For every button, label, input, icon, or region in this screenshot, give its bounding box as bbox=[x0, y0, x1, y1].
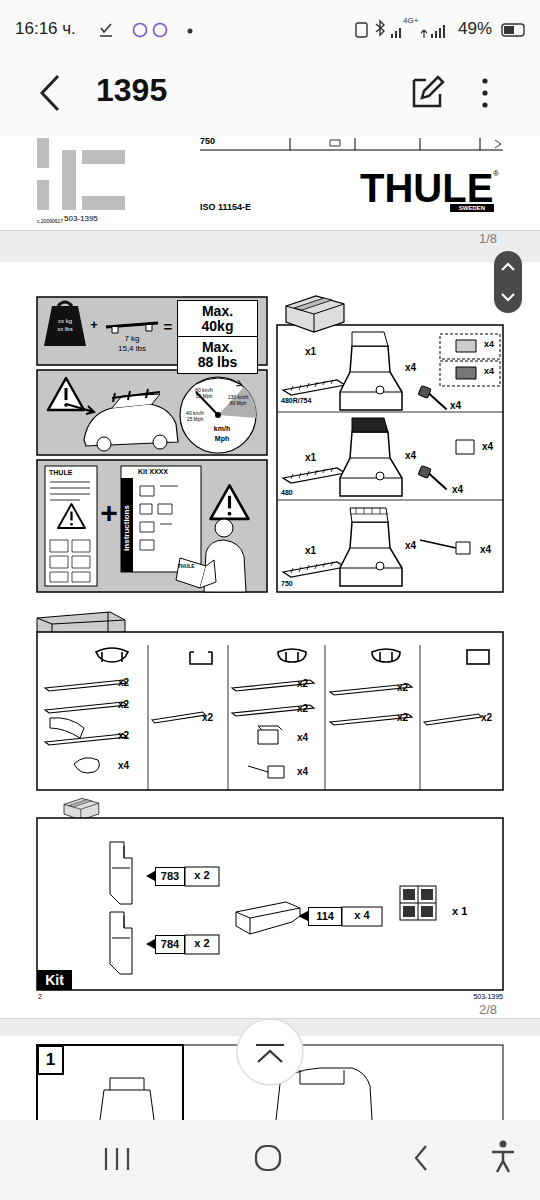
quantity: x4 bbox=[484, 340, 494, 350]
equals-sign: = bbox=[164, 319, 173, 336]
node-text: 783 bbox=[161, 870, 179, 883]
quantity: x4 bbox=[405, 362, 416, 373]
model-number: 750 bbox=[200, 137, 215, 147]
quantity: x2 bbox=[397, 712, 408, 723]
bar-weight-lbs: 15,4 lbs bbox=[118, 345, 146, 354]
kit-tag: Kit bbox=[37, 970, 72, 990]
node-text: Max. 88 lbs bbox=[178, 337, 257, 372]
model-number: 750 bbox=[281, 580, 293, 588]
page-number: 1/8 bbox=[479, 232, 497, 246]
speed-label: 25 Mph bbox=[187, 417, 204, 423]
node-text: 784 bbox=[161, 938, 179, 951]
quantity: x1 bbox=[305, 346, 316, 357]
quantity: x 4 bbox=[354, 909, 369, 921]
model-number: 480 bbox=[281, 489, 293, 497]
part-callout: 114 bbox=[308, 907, 342, 926]
speed-unit: Mph bbox=[215, 435, 229, 443]
quantity: x2 bbox=[118, 730, 129, 741]
doc-number: 503-1395 bbox=[473, 993, 503, 1001]
kit-label: Kit XXXX bbox=[138, 468, 168, 476]
quantity: x2 bbox=[481, 712, 492, 723]
page-number: 2/8 bbox=[479, 1003, 497, 1017]
bar-weight-kg: 7 kg bbox=[124, 335, 139, 344]
iso-standard: ISO 11154-E bbox=[200, 203, 251, 213]
quantity: x4 bbox=[405, 450, 416, 461]
quantity: x1 bbox=[305, 452, 316, 463]
node-text: Max. 40kg bbox=[178, 301, 257, 337]
max-load-box: Max. 40kgMax. 88 lbs bbox=[177, 300, 258, 374]
quantity: x4 bbox=[480, 544, 491, 555]
quantity: x 2 bbox=[194, 869, 209, 881]
node-text: 1 bbox=[46, 1050, 55, 1070]
part-callout: 784 bbox=[155, 935, 185, 954]
plus-sign: + bbox=[90, 318, 98, 332]
plus-sign: + bbox=[100, 496, 118, 529]
instructions-label: instructions bbox=[123, 505, 132, 551]
part-callout: 783 bbox=[155, 867, 185, 886]
quantity: x4 bbox=[484, 367, 494, 377]
app-title: 1395 bbox=[96, 72, 167, 109]
status-time: 16:16 ч. bbox=[15, 20, 76, 39]
page-number: 2 bbox=[38, 993, 42, 1001]
quantity: x2 bbox=[118, 699, 129, 710]
speed-label: 40 km/h bbox=[186, 411, 204, 417]
quantity: x 1 bbox=[452, 905, 467, 917]
speed-label: 80 Mph bbox=[230, 401, 247, 407]
quantity: x4 bbox=[405, 540, 416, 551]
quantity: x4 bbox=[297, 766, 308, 777]
model-number: 480R/754 bbox=[281, 397, 311, 405]
brand-logo: THULE bbox=[360, 166, 493, 210]
quantity: x2 bbox=[397, 682, 408, 693]
speed-label: 50 Mph bbox=[196, 394, 213, 400]
network-type: 4G+ bbox=[403, 17, 418, 26]
doc-number: 503-1395 bbox=[64, 215, 98, 224]
node-text: Kit bbox=[45, 972, 64, 988]
registered-mark: ® bbox=[493, 170, 499, 179]
step-number: 1 bbox=[37, 1045, 64, 1075]
quantity: x 2 bbox=[194, 937, 209, 949]
speed-label: 80 km/h bbox=[195, 388, 213, 394]
quantity: x4 bbox=[452, 484, 463, 495]
battery-level: 49% bbox=[458, 20, 492, 39]
weight-kg: xx kg bbox=[58, 318, 72, 325]
node-text: 114 bbox=[316, 910, 334, 923]
brand-sub: SWEDEN bbox=[459, 205, 485, 212]
quantity: x2 bbox=[297, 703, 308, 714]
quantity: x4 bbox=[297, 732, 308, 743]
quantity: x4 bbox=[482, 441, 493, 452]
brand-mark: THULE bbox=[178, 564, 195, 570]
quantity: x2 bbox=[118, 677, 129, 688]
weight-lbs: xx lbs bbox=[57, 326, 72, 333]
speed-label: 130 km/h bbox=[228, 395, 249, 401]
quantity: x4 bbox=[118, 760, 129, 771]
quantity: x2 bbox=[297, 678, 308, 689]
doc-date: c.20090617 bbox=[37, 219, 63, 225]
quantity: x4 bbox=[450, 400, 461, 411]
quantity: x1 bbox=[305, 545, 316, 556]
brand-mark: THULE bbox=[49, 469, 72, 477]
quantity: x2 bbox=[202, 712, 213, 723]
speed-unit: km/h bbox=[214, 425, 230, 433]
